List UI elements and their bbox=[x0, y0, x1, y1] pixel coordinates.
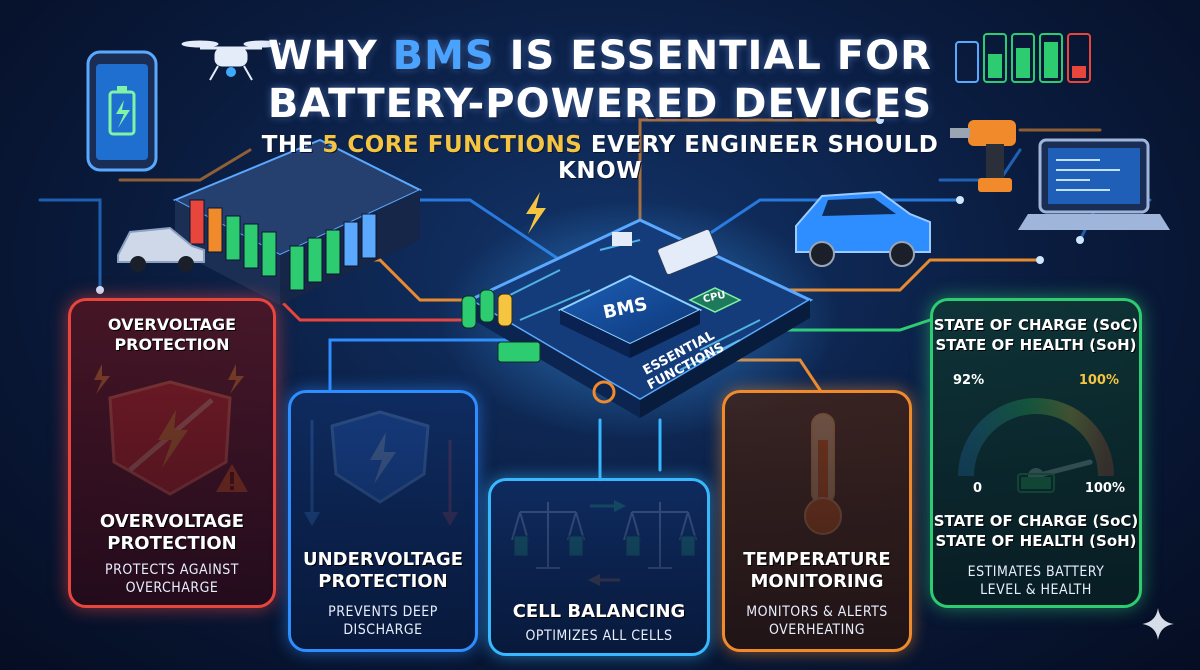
panel-title: UNDERVOLTAGE PROTECTION bbox=[291, 549, 475, 593]
panel-description: MONITORS & ALERTS OVERHEATING bbox=[725, 603, 909, 639]
panel-description-line: LEVEL & HEALTH bbox=[980, 582, 1092, 598]
panel-description-line: OVERHEATING bbox=[768, 622, 866, 638]
panel-soc-soh: STATE OF CHARGE (SoC) STATE OF HEALTH (S… bbox=[930, 298, 1142, 608]
panel-description: ESTIMATES BATTERY LEVEL & HEALTH bbox=[933, 563, 1139, 599]
panel-description-line: MONITORS & ALERTS bbox=[746, 604, 888, 620]
panel-title: OVERVOLTAGE PROTECTION bbox=[71, 511, 273, 555]
panel-title: STATE OF CHARGE (SoC) STATE OF HEALTH (S… bbox=[933, 511, 1139, 551]
panel-title-line: PROTECTION bbox=[107, 533, 237, 554]
panel-title-line: MONITORING bbox=[750, 571, 884, 592]
panel-title-line: PROTECTION bbox=[318, 571, 448, 592]
smartphone-icon bbox=[86, 50, 158, 172]
page-title: WHY BMS IS ESSENTIAL FOR BATTERY-POWERED… bbox=[250, 32, 950, 128]
panel-heading: STATE OF CHARGE (SoC) STATE OF HEALTH (S… bbox=[933, 315, 1139, 355]
panel-description-line: PREVENTS DEEP bbox=[328, 604, 438, 620]
panel-temperature: TEMPERATURE MONITORING MONITORS & ALERTS… bbox=[722, 390, 912, 652]
car-icon bbox=[117, 226, 205, 272]
power-drill-icon bbox=[950, 120, 1016, 192]
panel-title: CELL BALANCING bbox=[512, 601, 686, 622]
panel-description: OPTIMIZES ALL CELLS bbox=[525, 628, 673, 644]
title-text: BATTERY-POWERED DEVICES bbox=[267, 81, 933, 127]
drone-icon bbox=[181, 40, 281, 81]
panel-heading: OVERVOLTAGE PROTECTION bbox=[71, 315, 273, 355]
gauge-max-value: 100% bbox=[1084, 481, 1125, 496]
title-highlight: BMS bbox=[392, 33, 495, 79]
gauge-min-value: 0 bbox=[973, 481, 983, 496]
panel-description-line: OVERCHARGE bbox=[125, 580, 219, 596]
panel-description-line: DISCHARGE bbox=[343, 622, 423, 638]
battery-levels-icon bbox=[955, 33, 1091, 83]
subtitle-highlight: 5 CORE FUNCTIONS bbox=[322, 132, 583, 158]
panel-heading-line: OVERVOLTAGE bbox=[107, 315, 237, 334]
subtitle-text: EVERY ENGINEER SHOULD KNOW bbox=[558, 132, 939, 184]
panel-cell-balancing: CELL BALANCING OPTIMIZES ALL CELLS bbox=[488, 478, 710, 656]
gauge-right-value: 100% bbox=[1078, 373, 1119, 388]
laptop-icon bbox=[1018, 138, 1170, 230]
capacitor-icon bbox=[461, 289, 513, 329]
panel-title-line: UNDERVOLTAGE bbox=[302, 549, 464, 570]
subtitle-text: THE bbox=[261, 132, 323, 158]
bms-chip-board bbox=[461, 218, 814, 418]
panel-heading-line: STATE OF HEALTH (SoH) bbox=[935, 336, 1137, 354]
panel-title-line: STATE OF HEALTH (SoH) bbox=[935, 532, 1137, 550]
panel-heading-line: STATE OF CHARGE (SoC) bbox=[933, 316, 1139, 334]
title-text: WHY bbox=[268, 33, 393, 79]
panel-title-line: TEMPERATURE bbox=[743, 549, 891, 570]
gauge-left-value: 92% bbox=[953, 373, 985, 388]
panel-title: TEMPERATURE MONITORING bbox=[725, 549, 909, 593]
panel-description-line: PROTECTS AGAINST bbox=[105, 562, 239, 578]
electric-car-icon bbox=[795, 190, 931, 267]
title-text: IS ESSENTIAL FOR bbox=[494, 33, 932, 79]
panel-title-line: OVERVOLTAGE bbox=[99, 511, 245, 532]
sparkle-icon bbox=[1142, 608, 1174, 640]
header: WHY BMS IS ESSENTIAL FOR BATTERY-POWERED… bbox=[250, 32, 950, 184]
lightning-icon bbox=[526, 192, 546, 234]
panel-undervoltage: UNDERVOLTAGE PROTECTION PREVENTS DEEP DI… bbox=[288, 390, 478, 652]
panel-overvoltage: OVERVOLTAGE PROTECTION OVERVOLTAGE PROTE… bbox=[68, 298, 276, 608]
panel-description-line: ESTIMATES BATTERY bbox=[967, 564, 1105, 580]
panel-description: PREVENTS DEEP DISCHARGE bbox=[291, 603, 475, 639]
page-subtitle: THE 5 CORE FUNCTIONS EVERY ENGINEER SHOU… bbox=[250, 132, 950, 184]
panel-heading-line: PROTECTION bbox=[114, 335, 230, 354]
battery-pack-icon bbox=[172, 138, 423, 305]
panel-description: PROTECTS AGAINST OVERCHARGE bbox=[71, 561, 273, 597]
panel-title-line: STATE OF CHARGE (SoC) bbox=[933, 512, 1139, 530]
